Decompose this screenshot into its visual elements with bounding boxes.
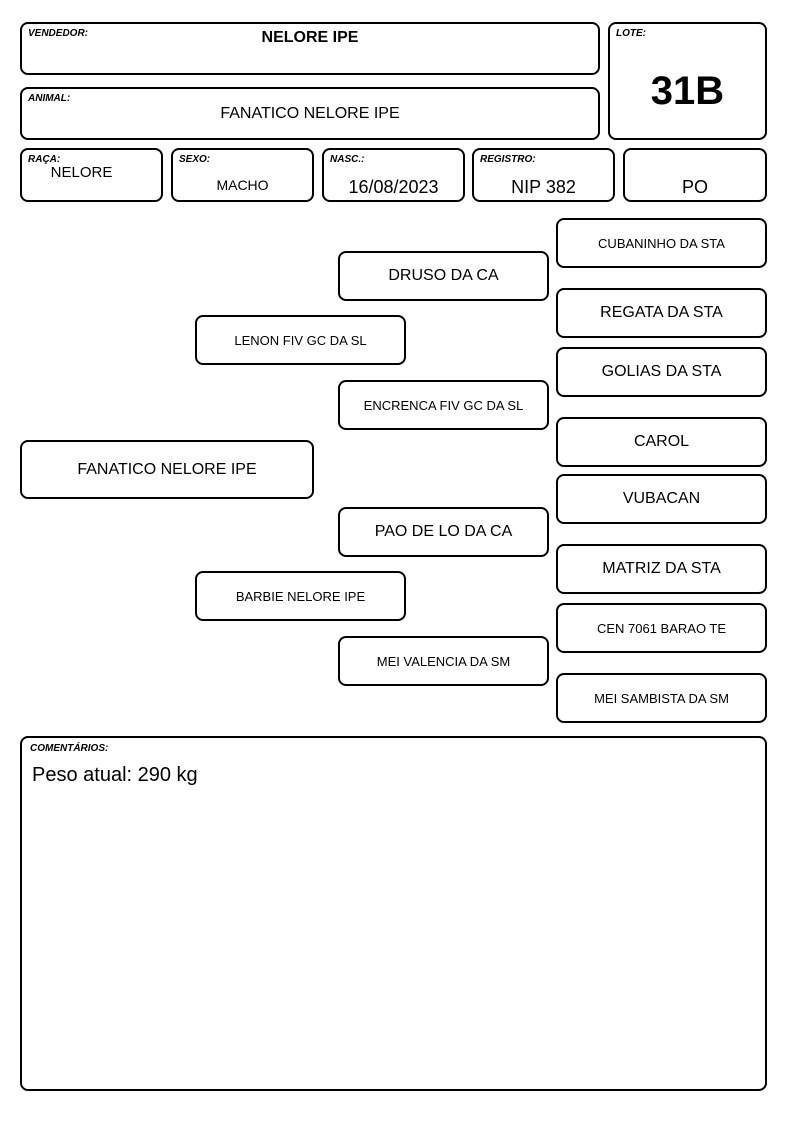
nasc-label: NASC.:	[330, 154, 365, 165]
pedigree-dam: BARBIE NELORE IPE	[195, 571, 406, 621]
sexo-label: SEXO:	[179, 154, 211, 165]
animal-box: ANIMAL: FANATICO NELORE IPE	[20, 87, 600, 140]
pedigree-animal: FANATICO NELORE IPE	[20, 440, 314, 499]
pedigree-ggp: CUBANINHO DA STA	[556, 218, 767, 268]
pedigree-ggp: MEI SAMBISTA DA SM	[556, 673, 767, 723]
categoria-box: PO	[623, 148, 767, 202]
nasc-box: NASC.: 16/08/2023	[322, 148, 465, 202]
lote-value: 31B	[650, 69, 725, 113]
pedigree-sire: LENON FIV GC DA SL	[195, 315, 406, 365]
vendedor-label: VENDEDOR:	[28, 28, 89, 39]
pedigree-sire-sire: DRUSO DA CA	[338, 251, 549, 301]
comments-box: COMENTÁRIOS: Peso atual: 290 kg	[20, 736, 767, 1091]
animal-value: FANATICO NELORE IPE	[220, 105, 400, 122]
lote-box: LOTE: 31B	[608, 22, 767, 140]
categoria-value: PO	[681, 177, 708, 197]
pedigree-ggp: REGATA DA STA	[556, 288, 767, 338]
pedigree-ggp: VUBACAN	[556, 474, 767, 524]
registro-value: NIP 382	[511, 177, 576, 197]
raca-box: RAÇA: NELORE	[20, 148, 163, 202]
raca-label: RAÇA:	[28, 154, 61, 165]
raca-value: NELORE	[50, 164, 113, 181]
pedigree-dam-sire: PAO DE LO DA CA	[338, 507, 549, 557]
pedigree-sire-dam: ENCRENCA FIV GC DA SL	[338, 380, 549, 430]
registro-label: REGISTRO:	[480, 154, 536, 165]
vendedor-box: VENDEDOR: NELORE IPE	[20, 22, 600, 75]
lote-label: LOTE:	[616, 28, 646, 39]
pedigree-ggp: MATRIZ DA STA	[556, 544, 767, 594]
pedigree-dam-dam: MEI VALENCIA DA SM	[338, 636, 549, 686]
comments-text: Peso atual: 290 kg	[32, 764, 198, 786]
sexo-box: SEXO: MACHO	[171, 148, 314, 202]
pedigree-ggp: CAROL	[556, 417, 767, 467]
pedigree-ggp: GOLIAS DA STA	[556, 347, 767, 397]
nasc-value: 16/08/2023	[348, 177, 439, 197]
pedigree-ggp: CEN 7061 BARAO TE	[556, 603, 767, 653]
sexo-value: MACHO	[216, 177, 269, 193]
animal-label: ANIMAL:	[28, 93, 71, 104]
registro-box: REGISTRO: NIP 382	[472, 148, 615, 202]
comments-label: COMENTÁRIOS:	[30, 743, 109, 754]
vendedor-value: NELORE IPE	[261, 29, 359, 46]
